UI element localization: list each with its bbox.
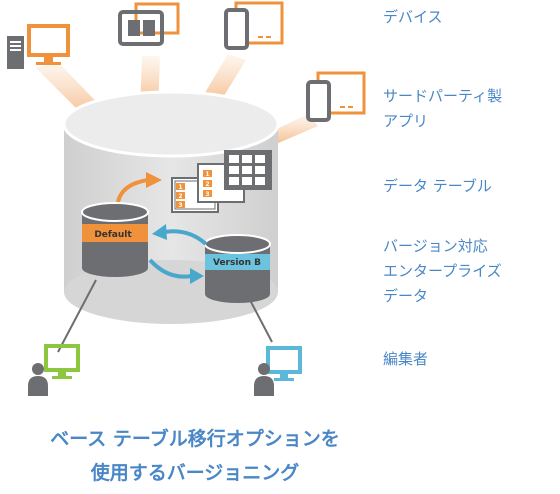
legend-enterprise-line2: エンタープライズ <box>383 262 502 280</box>
caption-line1: ベース テーブル移行オプションを <box>50 428 340 450</box>
legend-third-party-line1: サードパーティ製 <box>383 87 503 105</box>
default-database: Default <box>81 202 149 277</box>
desktop-computer-icon <box>7 24 70 69</box>
phone-app-icon-1 <box>224 1 284 50</box>
caption-line2: 使用するバージョニング <box>90 462 300 484</box>
version-b-database: Version B <box>204 234 271 303</box>
legend-editors: 編集者 <box>383 347 428 372</box>
legend-data-table: データ テーブル <box>383 174 492 199</box>
table-number-2: 2 <box>178 193 182 200</box>
table-number-2: 2 <box>205 181 209 188</box>
table-number-3: 3 <box>205 191 209 198</box>
table-grid-front <box>176 155 265 208</box>
legend-enterprise-line1: バージョン対応 <box>383 237 488 255</box>
editor-user-icon-blue <box>254 346 302 396</box>
legend-devices-label: デバイス <box>383 8 443 26</box>
legend-devices: デバイス <box>383 5 443 30</box>
orange-arrow-icon <box>116 172 162 203</box>
legend-third-party-line2: アプリ <box>383 112 429 130</box>
legend-editors-label: 編集者 <box>383 350 429 368</box>
default-label: Default <box>94 230 132 240</box>
editor-user-icon-green <box>28 344 80 396</box>
table-number-1: 1 <box>205 171 209 178</box>
editor-connectors <box>57 279 273 353</box>
tablet-icon <box>118 2 180 46</box>
data-table-stack: 1 2 3 1 2 3 <box>171 150 272 213</box>
legend-enterprise-line3: データ <box>383 287 429 305</box>
legend-enterprise: バージョン対応 エンタープライズ データ <box>383 234 502 309</box>
table-number-3: 3 <box>178 202 182 209</box>
table-number-1: 1 <box>178 184 182 191</box>
legend-data-table-label: データ テーブル <box>383 177 492 195</box>
legend-third-party: サードパーティ製 アプリ <box>383 84 502 134</box>
version-b-label: Version B <box>213 258 261 268</box>
phone-app-icon-2 <box>306 71 366 122</box>
sync-arrows-icon <box>148 224 208 284</box>
